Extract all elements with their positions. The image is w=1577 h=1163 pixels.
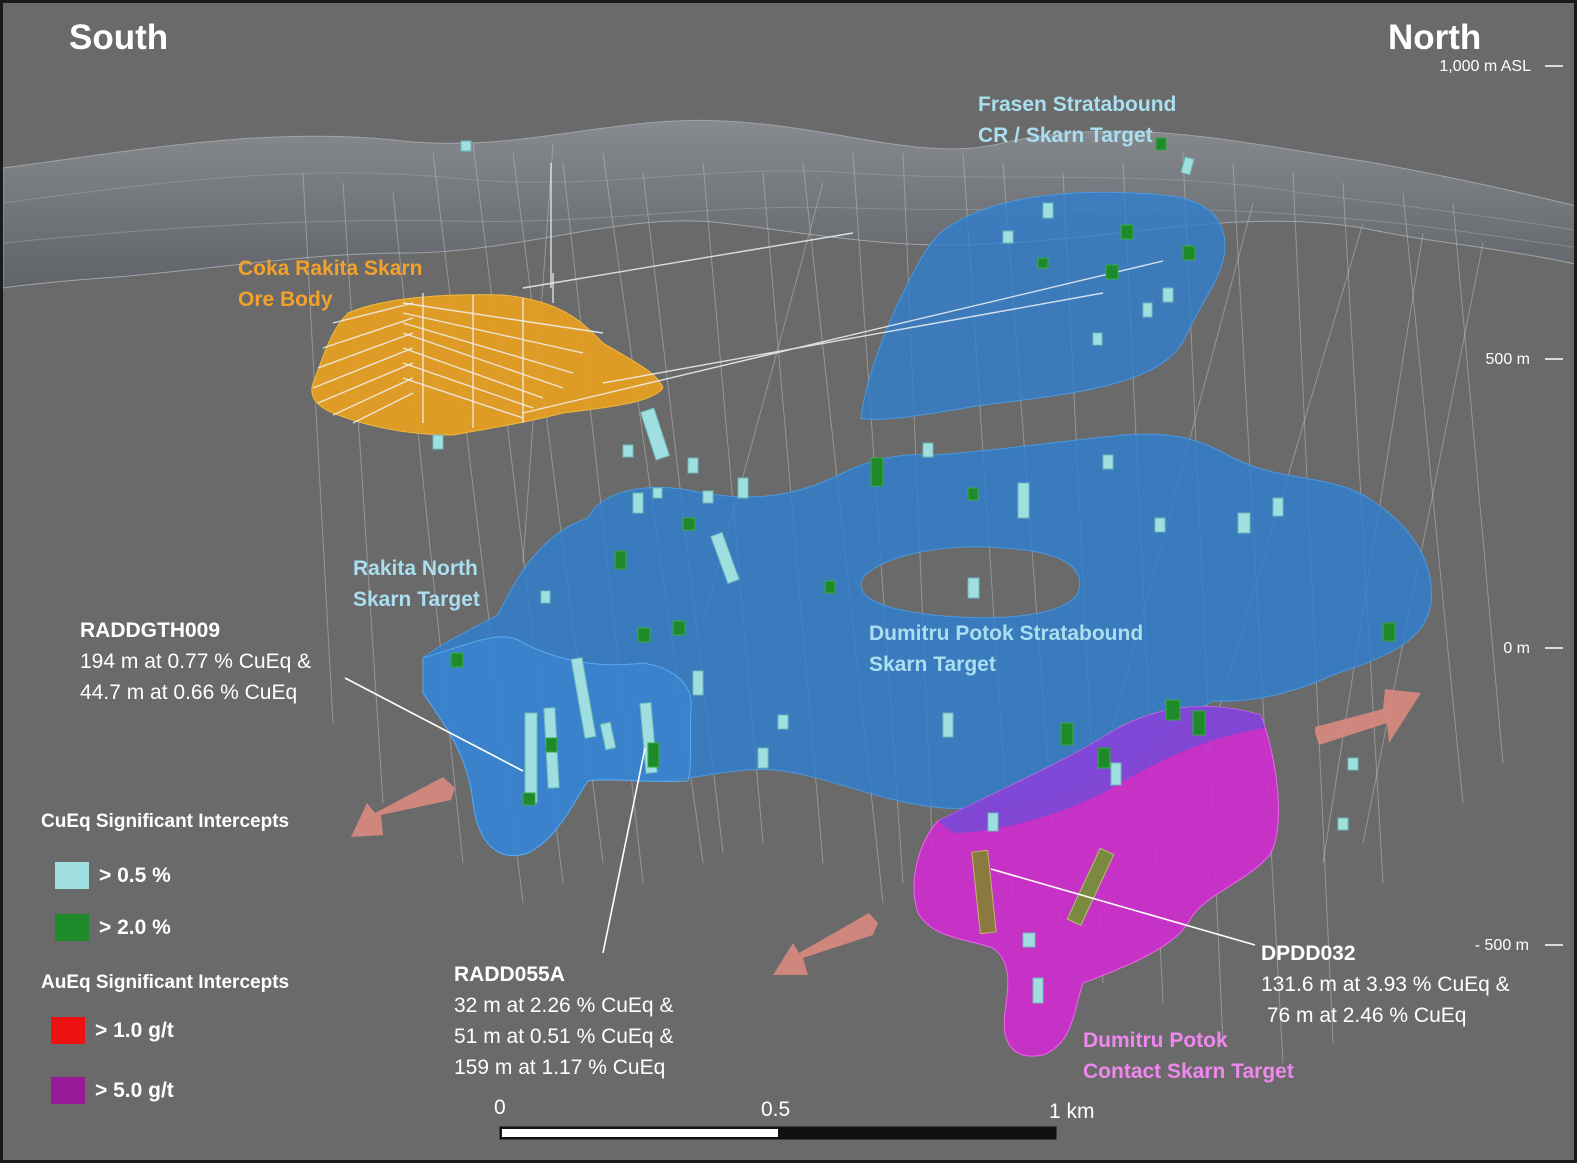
topography-surface bbox=[3, 119, 1574, 289]
legend-item-aueq-high: > 5.0 g/t bbox=[51, 1077, 174, 1104]
legend-swatch-aueq-low bbox=[51, 1017, 85, 1044]
coka-rakita-label-line1: Coka Rakita Skarn bbox=[238, 257, 423, 280]
legend-label-aueq-low: > 1.0 g/t bbox=[95, 1018, 174, 1042]
orebody-drill-fan bbox=[312, 163, 1164, 428]
scale-label-1km: 1 km bbox=[1049, 1100, 1095, 1123]
callout-dpdd032: DPDD032 131.6 m at 3.93 % CuEq & 76 m at… bbox=[1261, 938, 1510, 1031]
legend-label-aueq-high: > 5.0 g/t bbox=[95, 1078, 174, 1102]
legend-swatch-aueq-high bbox=[51, 1077, 85, 1104]
elevation-label-500: 500 m bbox=[1485, 351, 1530, 368]
frasen-label-line2: CR / Skarn Target bbox=[978, 124, 1153, 147]
legend-swatch-cueq-high bbox=[55, 914, 89, 941]
arrow-southwest-bottom bbox=[773, 913, 878, 975]
south-label: South bbox=[69, 18, 169, 57]
dumitru-stratabound-label-line2: Skarn Target bbox=[869, 653, 996, 676]
legend-label-cueq-high: > 2.0 % bbox=[99, 915, 171, 939]
legend-item-cueq-low: > 0.5 % bbox=[55, 862, 171, 889]
dpdd032-name: DPDD032 bbox=[1261, 942, 1356, 965]
topography-lines bbox=[3, 170, 1574, 248]
leader-radd055a bbox=[602, 747, 646, 954]
rakita-north-label: Rakita North Skarn Target bbox=[353, 553, 480, 615]
callout-leaders bbox=[344, 677, 1256, 954]
dpdd032-intercepts bbox=[971, 847, 1115, 935]
raddgth009-line2: 44.7 m at 0.66 % CuEq bbox=[80, 681, 298, 704]
legend-swatch-cueq-low bbox=[55, 862, 89, 889]
contact-skarn-overlap bbox=[938, 706, 1265, 833]
callout-raddgth009: RADDGTH009 194 m at 0.77 % CuEq & 44.7 m… bbox=[80, 615, 311, 708]
frasen-label-line1: Frasen Stratabound bbox=[978, 93, 1177, 116]
scale-label-0: 0 bbox=[494, 1096, 506, 1119]
dumitru-stratabound-label-line1: Dumitru Potok Stratabound bbox=[869, 622, 1144, 645]
elevation-ticks bbox=[1545, 65, 1563, 946]
geology-section bbox=[3, 65, 1574, 1140]
legend-item-cueq-high: > 2.0 % bbox=[55, 914, 171, 941]
frasen-label: Frasen Stratabound CR / Skarn Target bbox=[978, 89, 1176, 151]
elevation-label-1000: 1,000 m ASL bbox=[1439, 58, 1531, 75]
leader-dpdd032 bbox=[990, 868, 1256, 946]
extension-arrows bbox=[351, 689, 1421, 975]
dumitru-contact-label: Dumitru Potok Contact Skarn Target bbox=[1083, 1025, 1294, 1087]
legend-aueq-title: AuEq Significant Intercepts bbox=[41, 972, 290, 993]
intercept-cylinders-low bbox=[432, 140, 1359, 1004]
intercept-cylinders-high bbox=[450, 137, 1396, 806]
radd055a-line3: 159 m at 1.17 % CuEq bbox=[454, 1056, 666, 1079]
radd055a-line1: 32 m at 2.26 % CuEq & bbox=[454, 994, 674, 1017]
legend-label-cueq-low: > 0.5 % bbox=[99, 863, 171, 887]
frasen-target-body bbox=[860, 191, 1226, 420]
dumitru-contact-label-line1: Dumitru Potok bbox=[1083, 1029, 1228, 1052]
dumitru-contact-label-line2: Contact Skarn Target bbox=[1083, 1060, 1294, 1083]
north-label: North bbox=[1388, 18, 1482, 57]
rakita-north-label-line2: Skarn Target bbox=[353, 588, 480, 611]
arrow-southwest-left bbox=[351, 777, 455, 837]
dumitru-stratabound-label: Dumitru Potok Stratabound Skarn Target bbox=[869, 618, 1143, 680]
legend-item-aueq-low: > 1.0 g/t bbox=[51, 1017, 174, 1044]
callout-radd055a: RADD055A 32 m at 2.26 % CuEq & 51 m at 0… bbox=[454, 959, 673, 1083]
arrow-northeast bbox=[1315, 689, 1421, 745]
elevation-label-minus500: - 500 m bbox=[1474, 937, 1529, 954]
coka-rakita-label-line2: Ore Body bbox=[238, 288, 333, 311]
leader-raddgth009 bbox=[344, 677, 524, 772]
dpdd032-line1: 131.6 m at 3.93 % CuEq & bbox=[1261, 973, 1510, 996]
legend-cueq-title: CuEq Significant Intercepts bbox=[41, 811, 290, 832]
radd055a-line2: 51 m at 0.51 % CuEq & bbox=[454, 1025, 674, 1048]
radd055a-name: RADD055A bbox=[454, 963, 565, 986]
elevation-label-0: 0 m bbox=[1503, 640, 1530, 657]
raddgth009-name: RADDGTH009 bbox=[80, 619, 221, 642]
dpdd032-line2: 76 m at 2.46 % CuEq bbox=[1261, 1004, 1467, 1027]
raddgth009-line1: 194 m at 0.77 % CuEq & bbox=[80, 650, 312, 673]
coka-rakita-label: Coka Rakita Skarn Ore Body bbox=[238, 253, 422, 315]
scale-bar bbox=[499, 1126, 1057, 1140]
scale-label-half: 0.5 bbox=[761, 1098, 791, 1121]
rakita-north-label-line1: Rakita North bbox=[353, 557, 478, 580]
